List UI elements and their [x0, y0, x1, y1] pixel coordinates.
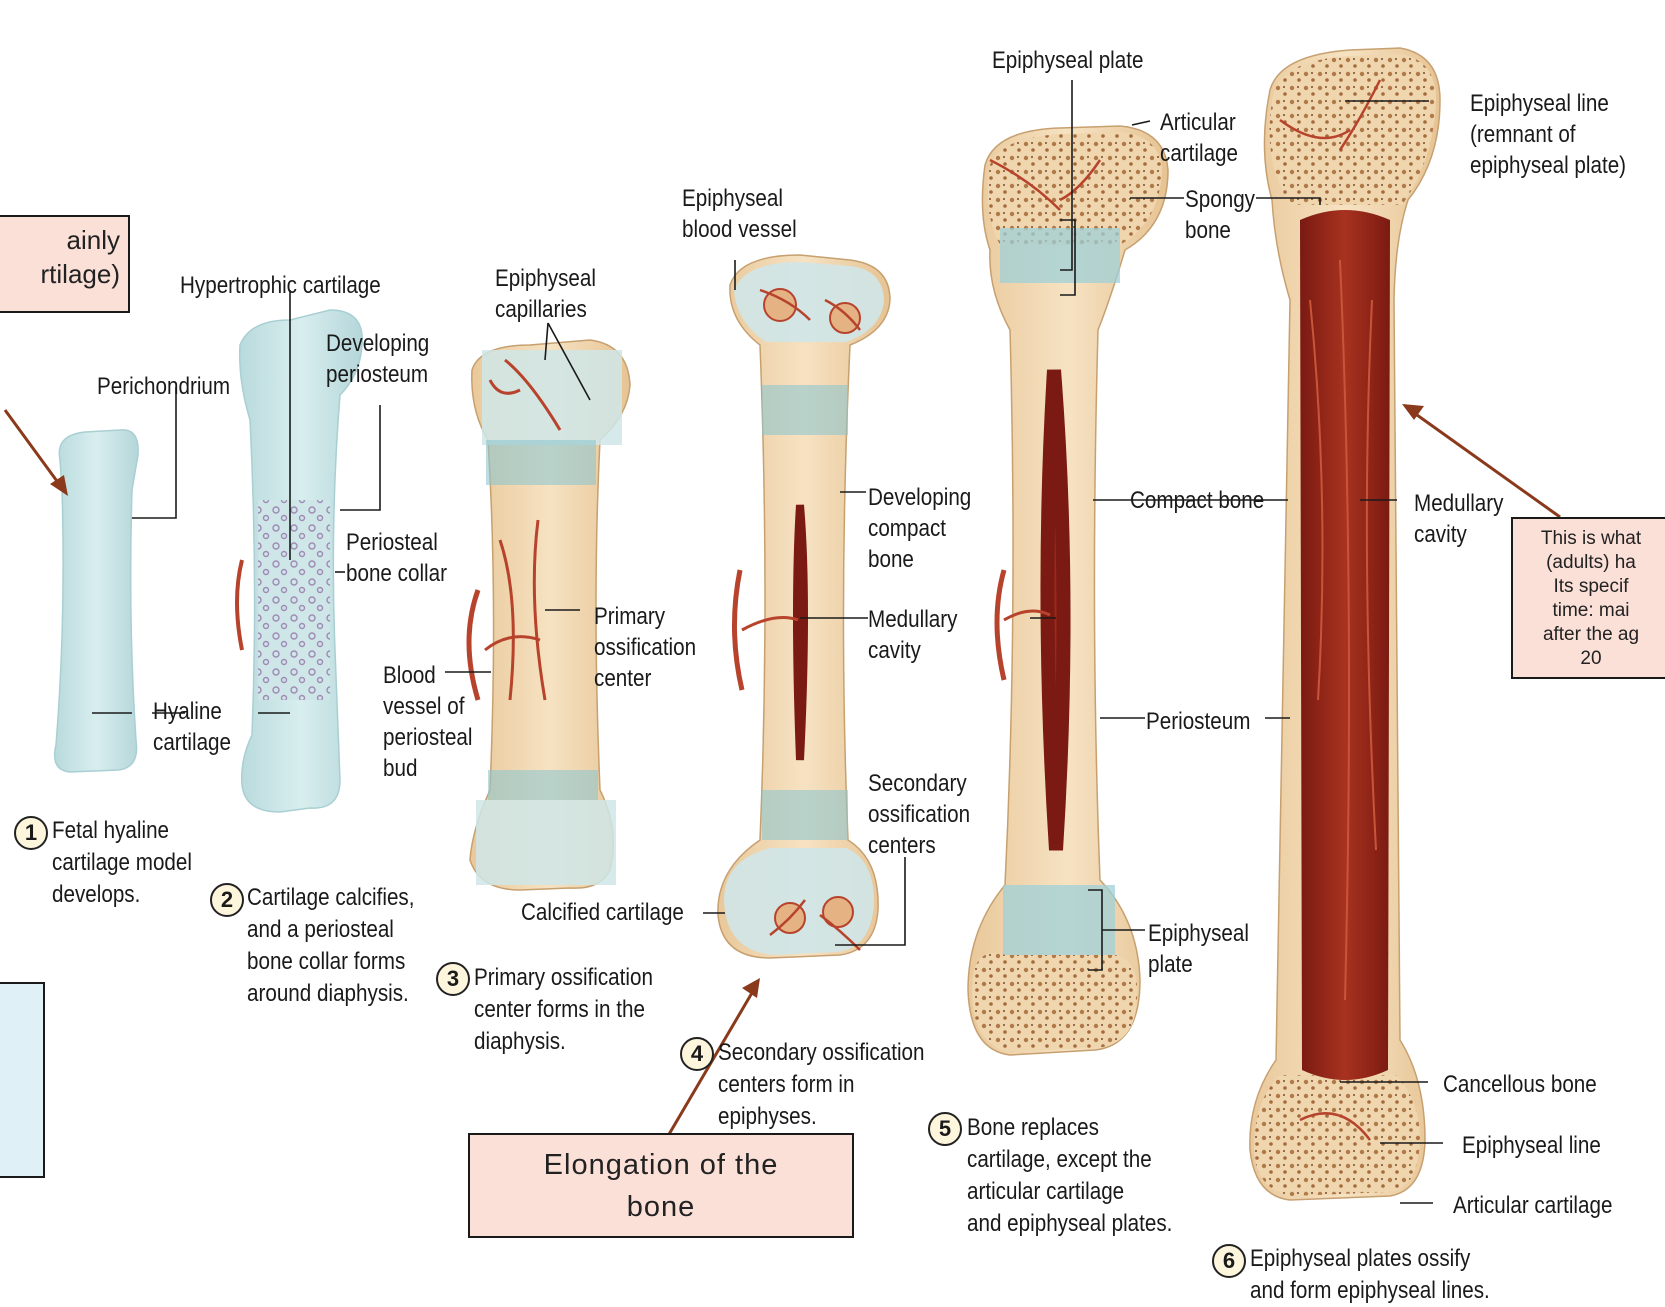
bone-stage-4	[718, 255, 890, 958]
label-primary-ossification-center: Primary ossification center	[594, 601, 696, 694]
label-developing-compact-bone: Developing compact bone	[868, 482, 971, 575]
label-developing-periosteum: Developing periosteum	[326, 328, 429, 390]
label-spongy-bone: Spongy bone	[1185, 184, 1255, 246]
label-blood-vessel-periosteal-bud: Blood vessel of periosteal bud	[383, 660, 472, 784]
note-right: This is what (adults) ha Its specif time…	[1511, 517, 1665, 679]
step-caption-6: Epiphyseal plates ossify and form epiphy…	[1250, 1243, 1490, 1307]
step-number-3: 3	[436, 962, 470, 996]
step-caption-3: Primary ossification center forms in the…	[474, 962, 653, 1058]
note-top-left: ainly rtilage)	[0, 215, 130, 313]
step-caption-4: Secondary ossification centers form in e…	[718, 1037, 925, 1133]
bone-stage-5	[968, 126, 1168, 1055]
step-caption-2: Cartilage calcifies, and a periosteal bo…	[247, 882, 414, 1010]
label-periosteal-bone-collar: Periosteal bone collar	[346, 527, 447, 589]
label-articular-cartilage: Articular cartilage	[1160, 107, 1238, 169]
step-number-2: 2	[210, 883, 244, 917]
label-epiphyseal-plate-5: Epiphyseal plate	[1148, 918, 1249, 980]
label-hyaline-cartilage: Hyaline cartilage	[153, 696, 231, 758]
label-calcified-cartilage: Calcified cartilage	[521, 897, 684, 928]
arrow-to-bone-1	[5, 410, 62, 488]
note-blue-left	[0, 982, 45, 1178]
label-epiphyseal-line: Epiphyseal line	[1462, 1130, 1601, 1161]
label-epiphyseal-line-remnant: Epiphyseal line (remnant of epiphyseal p…	[1470, 88, 1626, 181]
step-caption-5: Bone replaces cartilage, except the arti…	[967, 1112, 1172, 1240]
step-caption-1: Fetal hyaline cartilage model develops.	[52, 815, 192, 911]
step-number-4: 4	[680, 1037, 714, 1071]
label-medullary-cavity-6: Medullary cavity	[1414, 488, 1503, 550]
bone-stage-1	[55, 430, 139, 772]
label-perichondrium: Perichondrium	[97, 371, 230, 402]
step-number-1: 1	[14, 816, 48, 850]
label-secondary-ossification-centers: Secondary ossification centers	[868, 768, 970, 861]
label-medullary-cavity-4: Medullary cavity	[868, 604, 957, 666]
label-epiphyseal-blood-vessel: Epiphyseal blood vessel	[682, 183, 797, 245]
label-compact-bone: Compact bone	[1130, 485, 1264, 516]
label-periosteum: Periosteum	[1146, 706, 1250, 737]
step-number-5: 5	[928, 1112, 962, 1146]
label-hypertrophic-cartilage: Hypertrophic cartilage	[180, 270, 381, 301]
label-epiphyseal-plate-top: Epiphyseal plate	[992, 45, 1143, 76]
step-number-6: 6	[1212, 1244, 1246, 1278]
bone-stage-6	[1250, 48, 1440, 1200]
label-articular-cartilage-bottom: Articular cartilage	[1453, 1190, 1612, 1221]
label-epiphyseal-capillaries: Epiphyseal capillaries	[495, 263, 596, 325]
note-elongation: Elongation of the bone	[468, 1133, 854, 1238]
label-cancellous-bone: Cancellous bone	[1443, 1069, 1597, 1100]
